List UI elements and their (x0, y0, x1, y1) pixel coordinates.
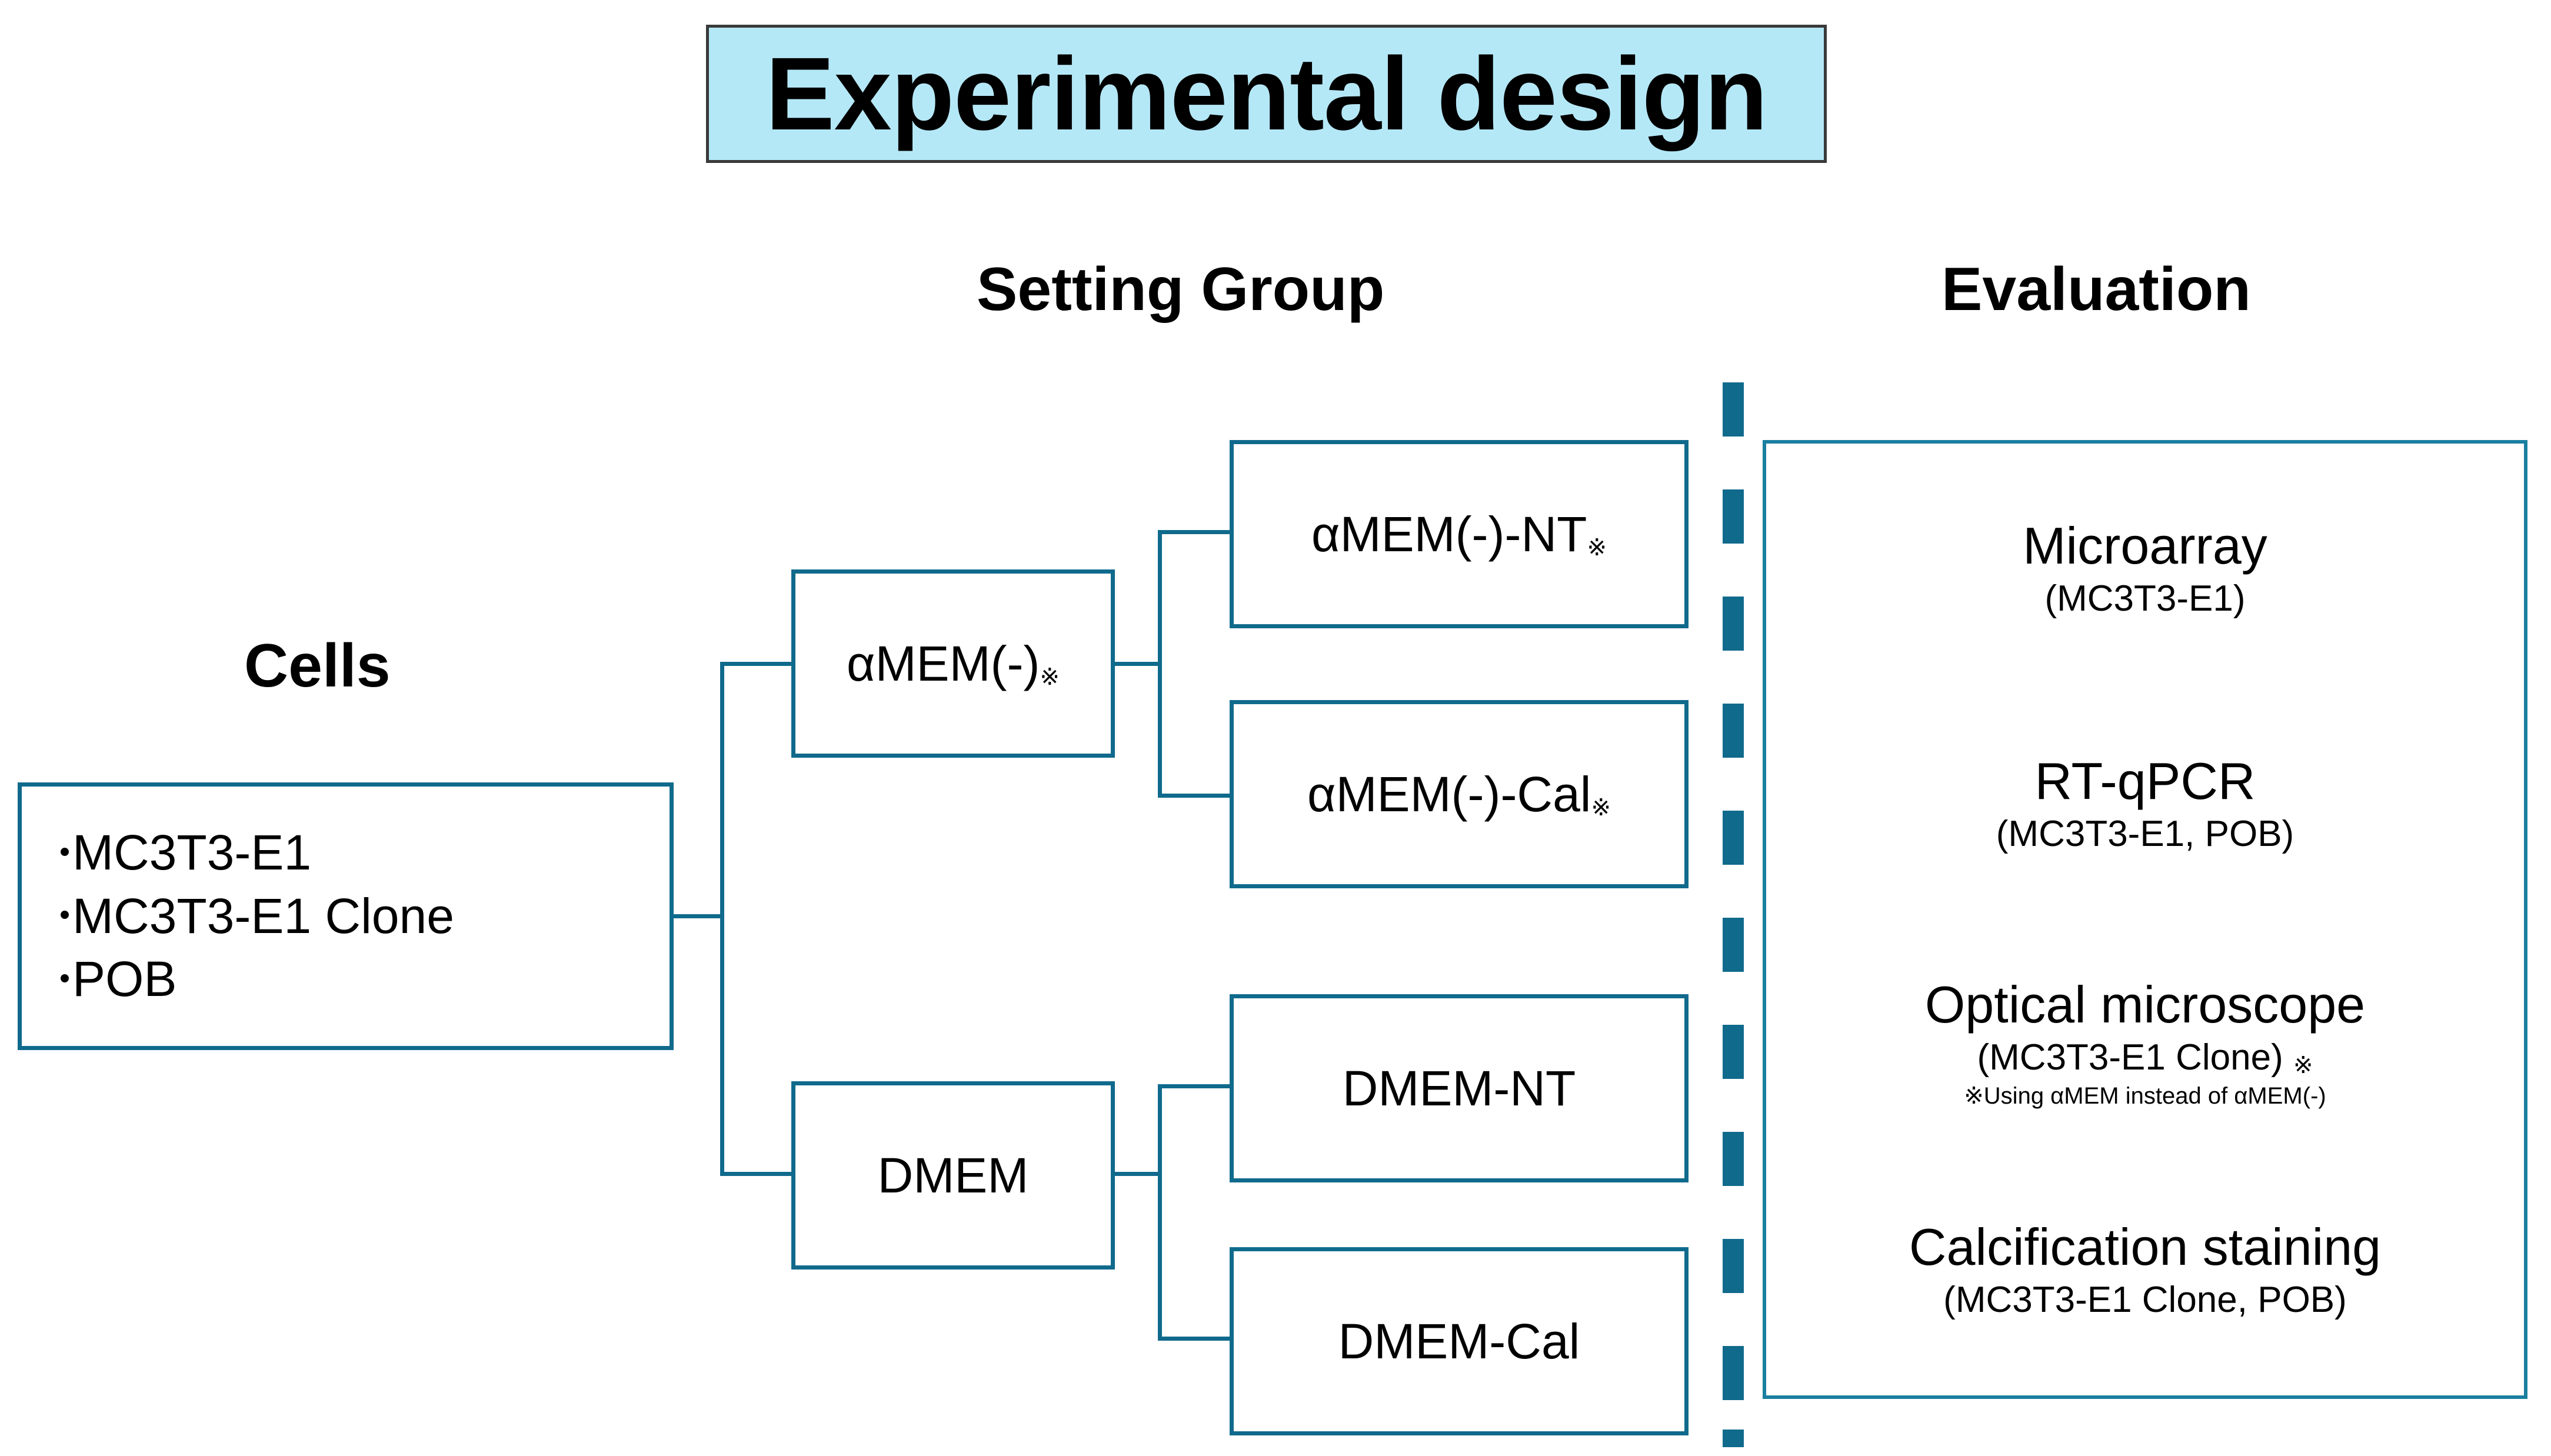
connector-cells-stub (674, 914, 724, 918)
evaluation-item: Calcification staining (MC3T3-E1 Clone, … (1766, 1220, 2524, 1321)
media-box-amem: αMEM(-)※ (791, 569, 1115, 758)
evaluation-item: Microarray (MC3T3-E1) (1766, 517, 2524, 620)
evaluation-method: Optical microscope (1924, 975, 2366, 1034)
cell-label: MC3T3-E1 Clone (72, 888, 454, 944)
group-label-dmem-cal: DMEM-Cal (1338, 1313, 1580, 1369)
divider-dash (1723, 704, 1744, 758)
evaluation-subjects: (MC3T3-E1 Clone) ※ (1977, 1037, 2313, 1079)
column-header-setting: Setting Group (977, 255, 1385, 324)
divider-dash (1723, 1025, 1744, 1079)
evaluation-panel: Microarray (MC3T3-E1) RT-qPCR (MC3T3-E1,… (1763, 440, 2527, 1399)
evaluation-item: RT-qPCR (MC3T3-E1, POB) (1766, 754, 2524, 855)
group-label-dmem-nt: DMEM-NT (1342, 1060, 1576, 1116)
connector-to-dmem-cal (1158, 1337, 1233, 1341)
cell-label: MC3T3-E1 (72, 825, 312, 881)
evaluation-subjects: (MC3T3-E1) (2044, 578, 2246, 619)
divider-dash (1723, 1346, 1744, 1400)
divider-dash (1723, 1430, 1744, 1447)
media-box-dmem: DMEM (791, 1081, 1115, 1270)
diagram-title-box: Experimental design (706, 25, 1827, 163)
media-label-amem: αMEM(-)※ (847, 635, 1060, 691)
evaluation-item: Optical microscope (MC3T3-E1 Clone) ※ ※U… (1766, 975, 2524, 1110)
diagram-title: Experimental design (765, 36, 1767, 152)
divider-dash (1723, 382, 1744, 437)
group-box-dmem-cal: DMEM-Cal (1230, 1247, 1689, 1435)
evaluation-method: Calcification staining (1909, 1218, 2382, 1276)
list-item: ・ POB (45, 948, 670, 1011)
connector-media-spine (720, 662, 724, 1176)
group-label-amem-nt: αMEM(-)-NT※ (1311, 506, 1607, 562)
reference-mark-icon: ※ (1587, 535, 1607, 561)
evaluation-footnote: ※Using αMEM instead of αMEM(-) (1964, 1083, 2326, 1110)
divider-dash (1723, 811, 1744, 865)
connector-dmem-stub (1115, 1172, 1162, 1176)
section-divider-dashed (1723, 382, 1744, 1447)
evaluation-subjects: (MC3T3-E1 Clone, POB) (1943, 1280, 2347, 1321)
list-item: ・ MC3T3-E1 (45, 821, 670, 885)
media-label-dmem: DMEM (877, 1147, 1029, 1203)
cells-box: ・ MC3T3-E1 ・ MC3T3-E1 Clone ・ POB (18, 782, 674, 1050)
column-header-evaluation: Evaluation (1941, 255, 2251, 324)
connector-to-amem (720, 662, 795, 666)
bullet-icon: ・ (45, 958, 84, 1001)
evaluation-method: Microarray (2023, 517, 2267, 575)
connector-to-dmem (720, 1172, 795, 1176)
bullet-icon: ・ (45, 831, 84, 875)
group-box-amem-nt: αMEM(-)-NT※ (1230, 440, 1689, 628)
connector-to-dmem-nt (1158, 1084, 1233, 1088)
group-box-dmem-nt: DMEM-NT (1230, 994, 1689, 1182)
connector-to-amem-cal (1158, 794, 1233, 798)
list-item: ・ MC3T3-E1 Clone (45, 885, 670, 948)
bullet-icon: ・ (45, 894, 84, 938)
connector-to-amem-nt (1158, 530, 1233, 534)
connector-amem-stub (1115, 662, 1162, 666)
reference-mark-icon: ※ (2293, 1052, 2313, 1079)
divider-dash (1723, 1132, 1744, 1186)
connector-dmem-spine (1158, 1084, 1162, 1341)
reference-mark-icon: ※ (1591, 795, 1611, 821)
group-label-amem-cal: αMEM(-)-Cal※ (1307, 766, 1611, 822)
divider-dash (1723, 1239, 1744, 1293)
divider-dash (1723, 918, 1744, 972)
cell-label: POB (72, 951, 177, 1007)
connector-amem-spine (1158, 530, 1162, 798)
evaluation-subjects: (MC3T3-E1, POB) (1996, 814, 2294, 855)
column-header-cells: Cells (244, 632, 391, 700)
cells-list: ・ MC3T3-E1 ・ MC3T3-E1 Clone ・ POB (22, 821, 670, 1011)
evaluation-method: RT-qPCR (2034, 752, 2256, 810)
divider-dash (1723, 489, 1744, 544)
reference-mark-icon: ※ (1040, 664, 1060, 691)
group-box-amem-cal: αMEM(-)-Cal※ (1230, 700, 1689, 888)
divider-dash (1723, 597, 1744, 651)
